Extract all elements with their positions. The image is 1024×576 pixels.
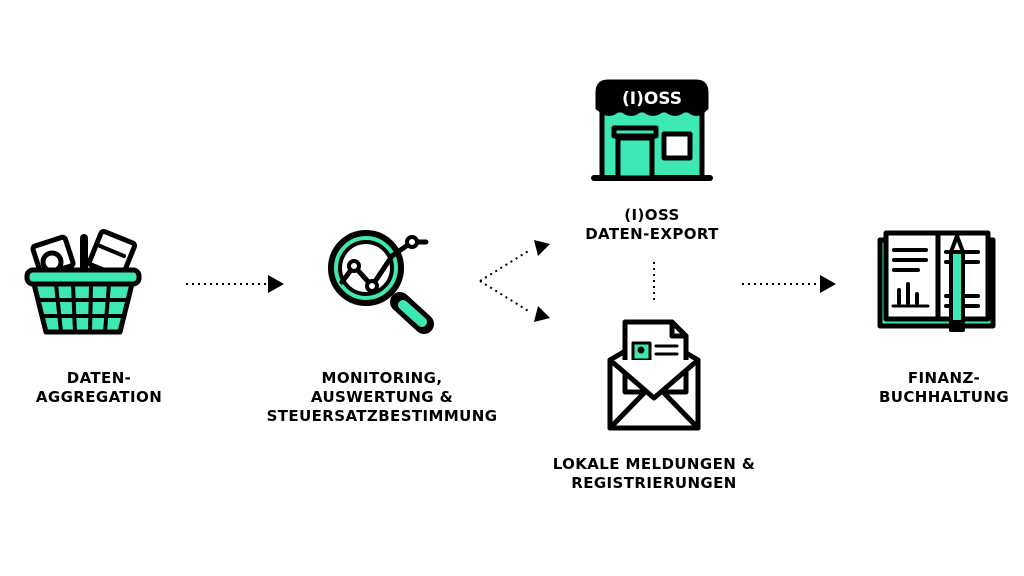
ledger-book-pencil-icon: [877, 230, 996, 332]
label-monitoring: MONITORING, AUSWERTUNG & STEUERSATZBESTI…: [266, 369, 498, 425]
connector-monitoring-local: [479, 280, 550, 322]
label-aggregation: DATEN- AGGREGATION: [35, 369, 163, 406]
connector-aggregation-monitoring: [186, 275, 284, 293]
envelope-document-icon: [607, 319, 701, 431]
label-local: LOKALE MELDUNGEN & REGISTRIERUNGEN: [552, 455, 756, 492]
label-oss-export: (I)OSS DATEN-EXPORT: [585, 206, 719, 243]
connector-to-finance: [742, 275, 836, 293]
connector-monitoring-oss: [479, 240, 550, 282]
storefront-icon: [591, 79, 713, 181]
shopping-basket-icon: [24, 228, 142, 335]
magnifier-chart-icon: [328, 230, 434, 334]
label-finance: FINANZ- BUCHHALTUNG: [878, 369, 1010, 406]
store-sign-text: (I)OSS: [622, 89, 682, 109]
